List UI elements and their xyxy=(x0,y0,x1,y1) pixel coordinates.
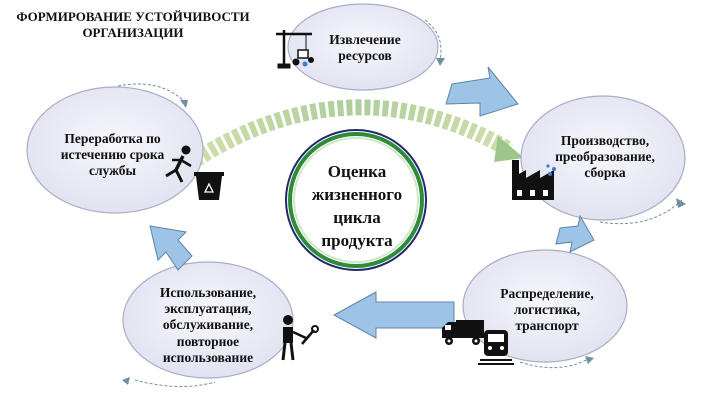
usage-line-1: Использование, xyxy=(159,285,257,300)
extraction-line-2: ресурсов xyxy=(338,48,392,64)
stage-recycling-ellipse xyxy=(26,86,204,214)
center-line-3: цикла xyxy=(333,207,381,227)
distribution-line-3: транспорт xyxy=(515,318,579,334)
usage-line-2: эксплуатация, xyxy=(164,301,252,317)
distribution-line-2: логистика, xyxy=(513,302,581,318)
extraction-line-1: Извлечение xyxy=(329,32,401,47)
production-line-1: Производство, xyxy=(560,133,650,148)
factory-icon xyxy=(512,160,556,200)
production-line-2: преобразование, xyxy=(555,149,655,165)
worker-wrench-icon xyxy=(281,315,319,361)
flow-arc xyxy=(190,99,514,167)
title-line-2: ОРГАНИЗАЦИИ xyxy=(82,25,184,41)
person-running-icon xyxy=(165,145,192,183)
title-line-1: ФОРМИРОВАНИЕ УСТОЙЧИВОСТИ xyxy=(16,9,250,24)
center-line-2: жизненного xyxy=(311,184,403,204)
stage-recycling-label: Переработка по истечению срока службы xyxy=(40,131,185,180)
dashed-arrows xyxy=(117,19,683,387)
recycling-line-3: службы xyxy=(88,163,137,179)
arrow-production-to-distribution xyxy=(555,214,595,253)
production-line-3: сборка xyxy=(584,165,626,181)
center-line-4: продукта xyxy=(321,230,393,250)
flow-arc-arrowhead xyxy=(494,136,524,162)
arrow-extraction-to-production xyxy=(445,66,519,117)
stage-distribution-label: Распределение, логистика, транспорт xyxy=(482,286,612,335)
stage-extraction-label: Извлечение ресурсов xyxy=(305,32,425,64)
distribution-line-1: Распределение, xyxy=(500,286,594,301)
arrow-distribution-to-usage xyxy=(332,291,455,339)
recycling-line-1: Переработка по xyxy=(64,131,161,146)
train-icon xyxy=(478,330,514,365)
stage-production-label: Производство, преобразование, сборка xyxy=(540,133,670,182)
recycle-bin-icon xyxy=(194,172,224,200)
block-arrows xyxy=(149,66,595,339)
arrow-usage-to-recycling xyxy=(149,225,193,271)
stage-usage-label: Использование, эксплуатация, обслуживани… xyxy=(148,285,268,366)
crane-resources-icon xyxy=(276,30,314,69)
center-line-1: Оценка xyxy=(327,162,387,181)
stage-production-ellipse xyxy=(520,95,686,221)
recycling-line-2: истечению срока xyxy=(60,147,165,163)
usage-line-3: обслуживание, xyxy=(162,317,254,333)
center-label: Оценка жизненного цикла продукта xyxy=(292,161,422,253)
usage-line-4: повторное xyxy=(176,333,240,349)
diagram-title: ФОРМИРОВАНИЕ УСТОЙЧИВОСТИ ОРГАНИЗАЦИИ xyxy=(2,9,264,42)
usage-line-5: использование xyxy=(162,349,254,365)
truck-icon xyxy=(442,320,484,345)
stage-extraction-ellipse xyxy=(287,3,439,91)
dashed-arrowheads xyxy=(122,58,686,385)
